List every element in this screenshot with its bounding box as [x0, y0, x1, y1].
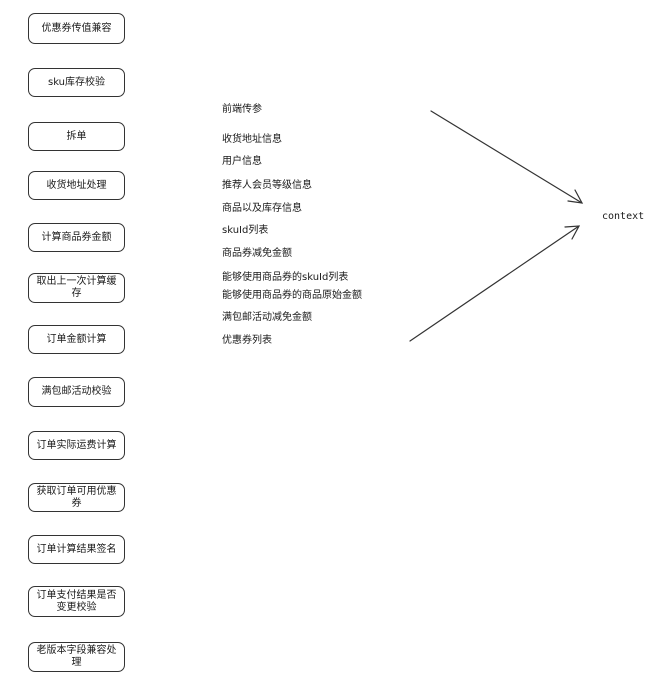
- context-item-skuid-list: skuId列表: [222, 225, 269, 236]
- context-item-coupon-list: 优惠券列表: [222, 335, 272, 346]
- context-item-coupon-original-amount: 能够使用商品券的商品原始金额: [222, 290, 362, 301]
- context-item-coupon-skuid-list: 能够使用商品券的skuId列表: [222, 272, 349, 283]
- arrow-bottom: [409, 225, 580, 342]
- step-box-payment-change-check: 订单支付结果是否变更校验: [28, 586, 125, 617]
- context-item-frontend-params: 前端传参: [222, 104, 262, 115]
- step-box-available-coupons: 获取订单可用优惠券: [28, 483, 125, 512]
- context-item-coupon-discount: 商品券减免金额: [222, 248, 292, 259]
- context-label: context: [602, 211, 645, 222]
- step-box-result-signature: 订单计算结果签名: [28, 535, 125, 564]
- arrow-top: [430, 110, 583, 204]
- context-item-product-stock: 商品以及库存信息: [222, 203, 302, 214]
- context-item-address-info: 收货地址信息: [222, 134, 282, 145]
- context-item-referrer-level: 推荐人会员等级信息: [222, 180, 312, 191]
- step-box-split-order: 拆单: [28, 122, 125, 151]
- arrow-top-head: [567, 189, 584, 204]
- step-box-product-coupon-amount: 计算商品券金额: [28, 223, 125, 252]
- context-item-user-info: 用户信息: [222, 156, 262, 167]
- step-box-legacy-field-compat: 老版本字段兼容处理: [28, 642, 125, 672]
- step-box-order-amount-calc: 订单金额计算: [28, 325, 125, 354]
- step-box-last-calc-cache: 取出上一次计算缓存: [28, 273, 125, 303]
- step-box-address-processing: 收货地址处理: [28, 171, 125, 200]
- context-item-free-shipping-discount: 满包邮活动减免金额: [222, 312, 312, 323]
- step-box-sku-stock-check: sku库存校验: [28, 68, 125, 97]
- arrow-bottom-head: [564, 225, 581, 240]
- step-box-free-shipping-check: 满包邮活动校验: [28, 377, 125, 407]
- step-box-shipping-fee-calc: 订单实际运费计算: [28, 431, 125, 460]
- step-box-coupon-compat: 优惠券传值兼容: [28, 13, 125, 44]
